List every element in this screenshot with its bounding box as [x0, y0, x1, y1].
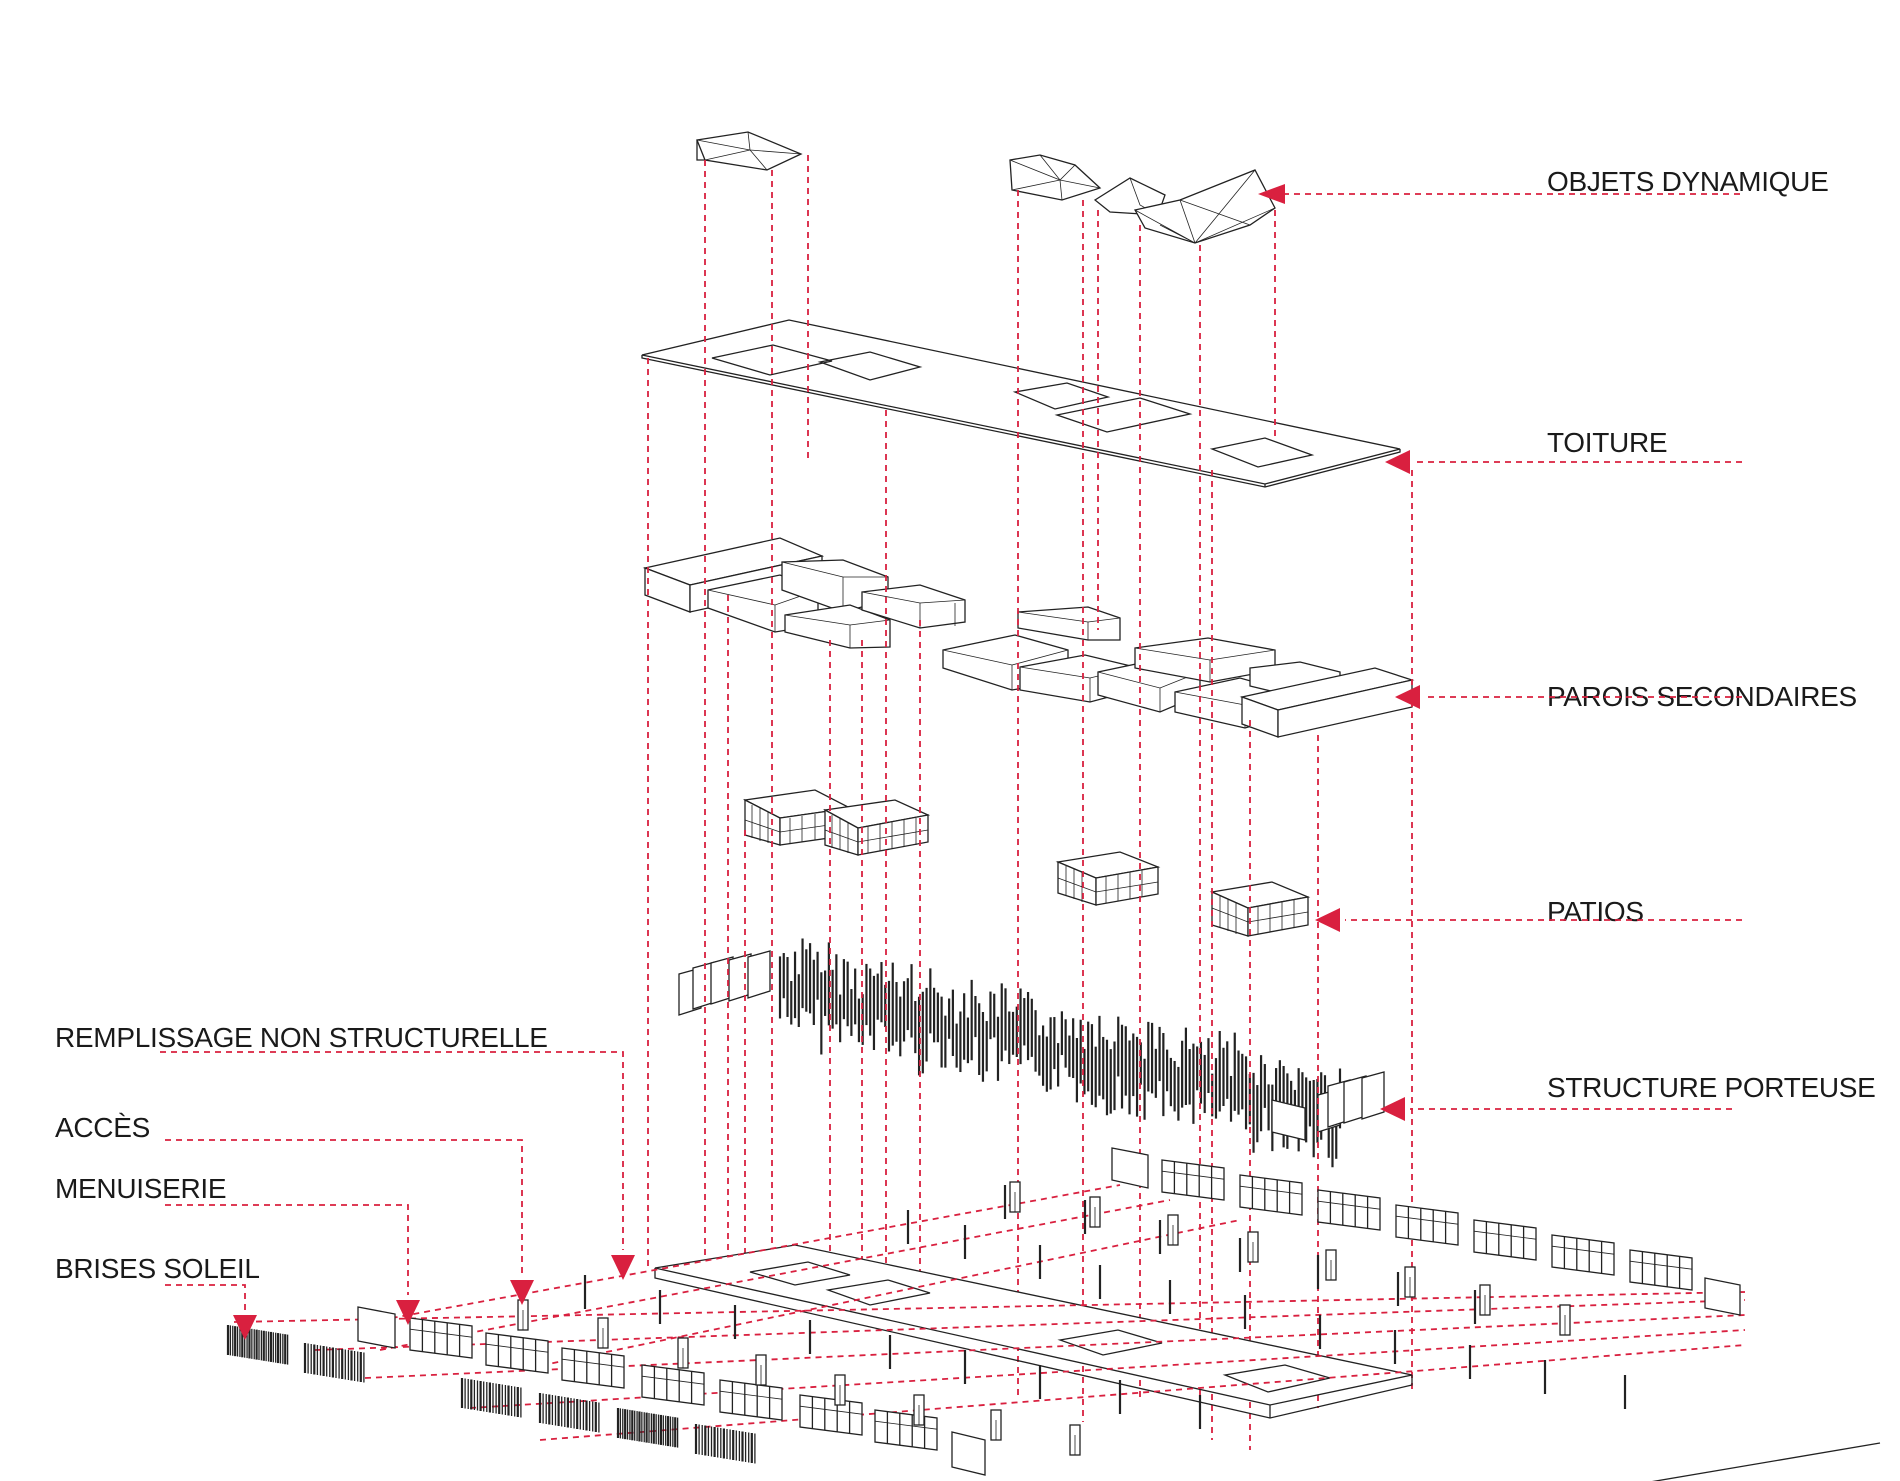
label-structure-porteuse: STRUCTURE PORTEUSE [1380, 1072, 1876, 1121]
dynamic-objects [696, 131, 1276, 244]
projection-lines [647, 155, 1413, 1450]
end-panel [1111, 1147, 1149, 1189]
end-panel [1704, 1277, 1741, 1316]
window-panel [719, 1379, 783, 1421]
sun-breaker [694, 1424, 756, 1464]
patios [742, 789, 1311, 937]
door [1404, 1266, 1416, 1298]
window-panel [1473, 1219, 1537, 1261]
leader-arrow [510, 1280, 534, 1305]
roof-slab [641, 319, 1401, 488]
slab-opening [749, 1261, 851, 1286]
roof-opening [1054, 397, 1193, 433]
window-panel [1629, 1249, 1693, 1291]
leader-arrow [1385, 450, 1410, 474]
door [517, 1299, 529, 1331]
label-patios: PATIOS [1315, 896, 1742, 932]
load-bearing-structure [778, 938, 1342, 1168]
door [1247, 1231, 1259, 1263]
ground-layout-lines [233, 1184, 1746, 1441]
label-objets-dynamique: OBJETS DYNAMIQUE [1258, 166, 1829, 204]
window-panel [799, 1394, 863, 1436]
label-remplissage-text: REMPLISSAGE NON STRUCTURELLE [55, 1022, 548, 1053]
end-panel [951, 1431, 986, 1476]
patio-3 [1055, 851, 1161, 906]
label-toiture: TOITURE [1385, 427, 1742, 474]
brises-soleil-elements [226, 1325, 756, 1464]
roof-object-left [696, 131, 803, 171]
door [1167, 1214, 1179, 1246]
slab-opening [1057, 1329, 1163, 1356]
roof-opening [1209, 437, 1315, 468]
door [1069, 1424, 1081, 1456]
label-brises-text: BRISES SOLEIL [55, 1253, 260, 1284]
label-acces: ACCÈS [55, 1112, 534, 1305]
door [913, 1394, 925, 1426]
label-acces-text: ACCÈS [55, 1112, 150, 1143]
leader-arrow [1380, 1097, 1405, 1121]
label-objets: OBJETS DYNAMIQUE [1547, 166, 1828, 197]
end-panel [357, 1306, 396, 1349]
leader-arrow [396, 1300, 420, 1325]
patio-4 [1209, 881, 1311, 937]
ground-line [1651, 1442, 1881, 1481]
roof-object-cluster [1009, 154, 1276, 244]
window-panel [1317, 1189, 1381, 1231]
secondary-walls [642, 537, 1415, 738]
leader-arrow [611, 1255, 635, 1280]
sun-breaker [303, 1343, 365, 1383]
ground-elements [357, 1147, 1741, 1476]
patio-2 [822, 799, 931, 856]
window-panel [485, 1332, 549, 1374]
door [597, 1317, 609, 1349]
leader-arrow [1258, 184, 1285, 204]
door [834, 1374, 846, 1406]
window-panel [1395, 1204, 1459, 1246]
door [755, 1354, 767, 1386]
window-panel [1551, 1234, 1615, 1276]
sun-breaker [616, 1408, 679, 1448]
window-panel [1161, 1159, 1225, 1201]
window-panel [561, 1347, 625, 1389]
sun-breaker [226, 1325, 289, 1365]
label-structure-text: STRUCTURE PORTEUSE [1547, 1072, 1876, 1103]
sun-breaker [460, 1378, 522, 1418]
door [1009, 1181, 1021, 1213]
window-panel [641, 1364, 705, 1406]
door [1325, 1249, 1337, 1281]
leader-arrow [233, 1315, 257, 1340]
label-toiture-text: TOITURE [1547, 427, 1667, 458]
label-patios-text: PATIOS [1547, 896, 1644, 927]
door [1089, 1196, 1101, 1228]
door [677, 1337, 689, 1369]
leader-arrow [1315, 908, 1340, 932]
door [990, 1409, 1002, 1441]
roof-opening [817, 351, 923, 381]
window-panel [409, 1317, 473, 1359]
label-remplissage: REMPLISSAGE NON STRUCTURELLE [55, 1022, 635, 1280]
label-menuiserie-text: MENUISERIE [55, 1173, 226, 1204]
label-brises-soleil: BRISES SOLEIL [55, 1253, 260, 1340]
window-panel [874, 1409, 938, 1451]
leader-arrow [1395, 685, 1420, 709]
label-parois-secondaires: PAROIS SECONDAIRES [1395, 681, 1857, 712]
label-menuiserie: MENUISERIE [55, 1173, 420, 1325]
sun-breaker [538, 1393, 600, 1433]
roof-opening [711, 344, 833, 376]
door [1559, 1304, 1571, 1336]
window-panel [1239, 1174, 1303, 1216]
door [1479, 1284, 1491, 1316]
roof-opening [1012, 382, 1111, 410]
